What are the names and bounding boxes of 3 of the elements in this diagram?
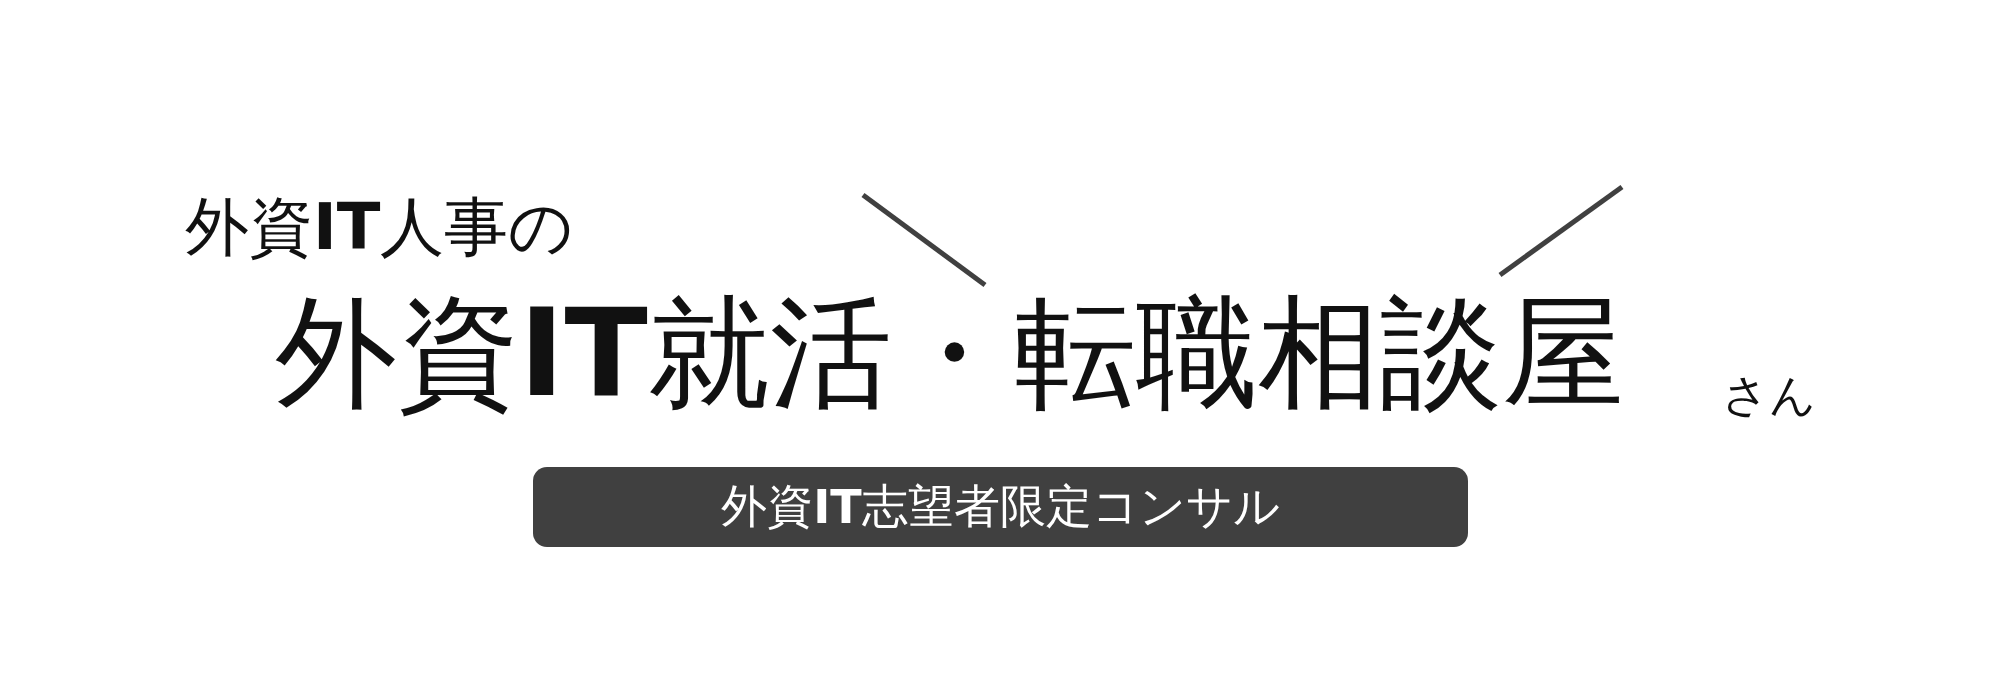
subtitle-text: 外資IT人事の [185,195,575,259]
banner-pill: 外資IT志望者限定コンサル [533,467,1468,547]
honorific-text: さん [1722,372,1816,418]
